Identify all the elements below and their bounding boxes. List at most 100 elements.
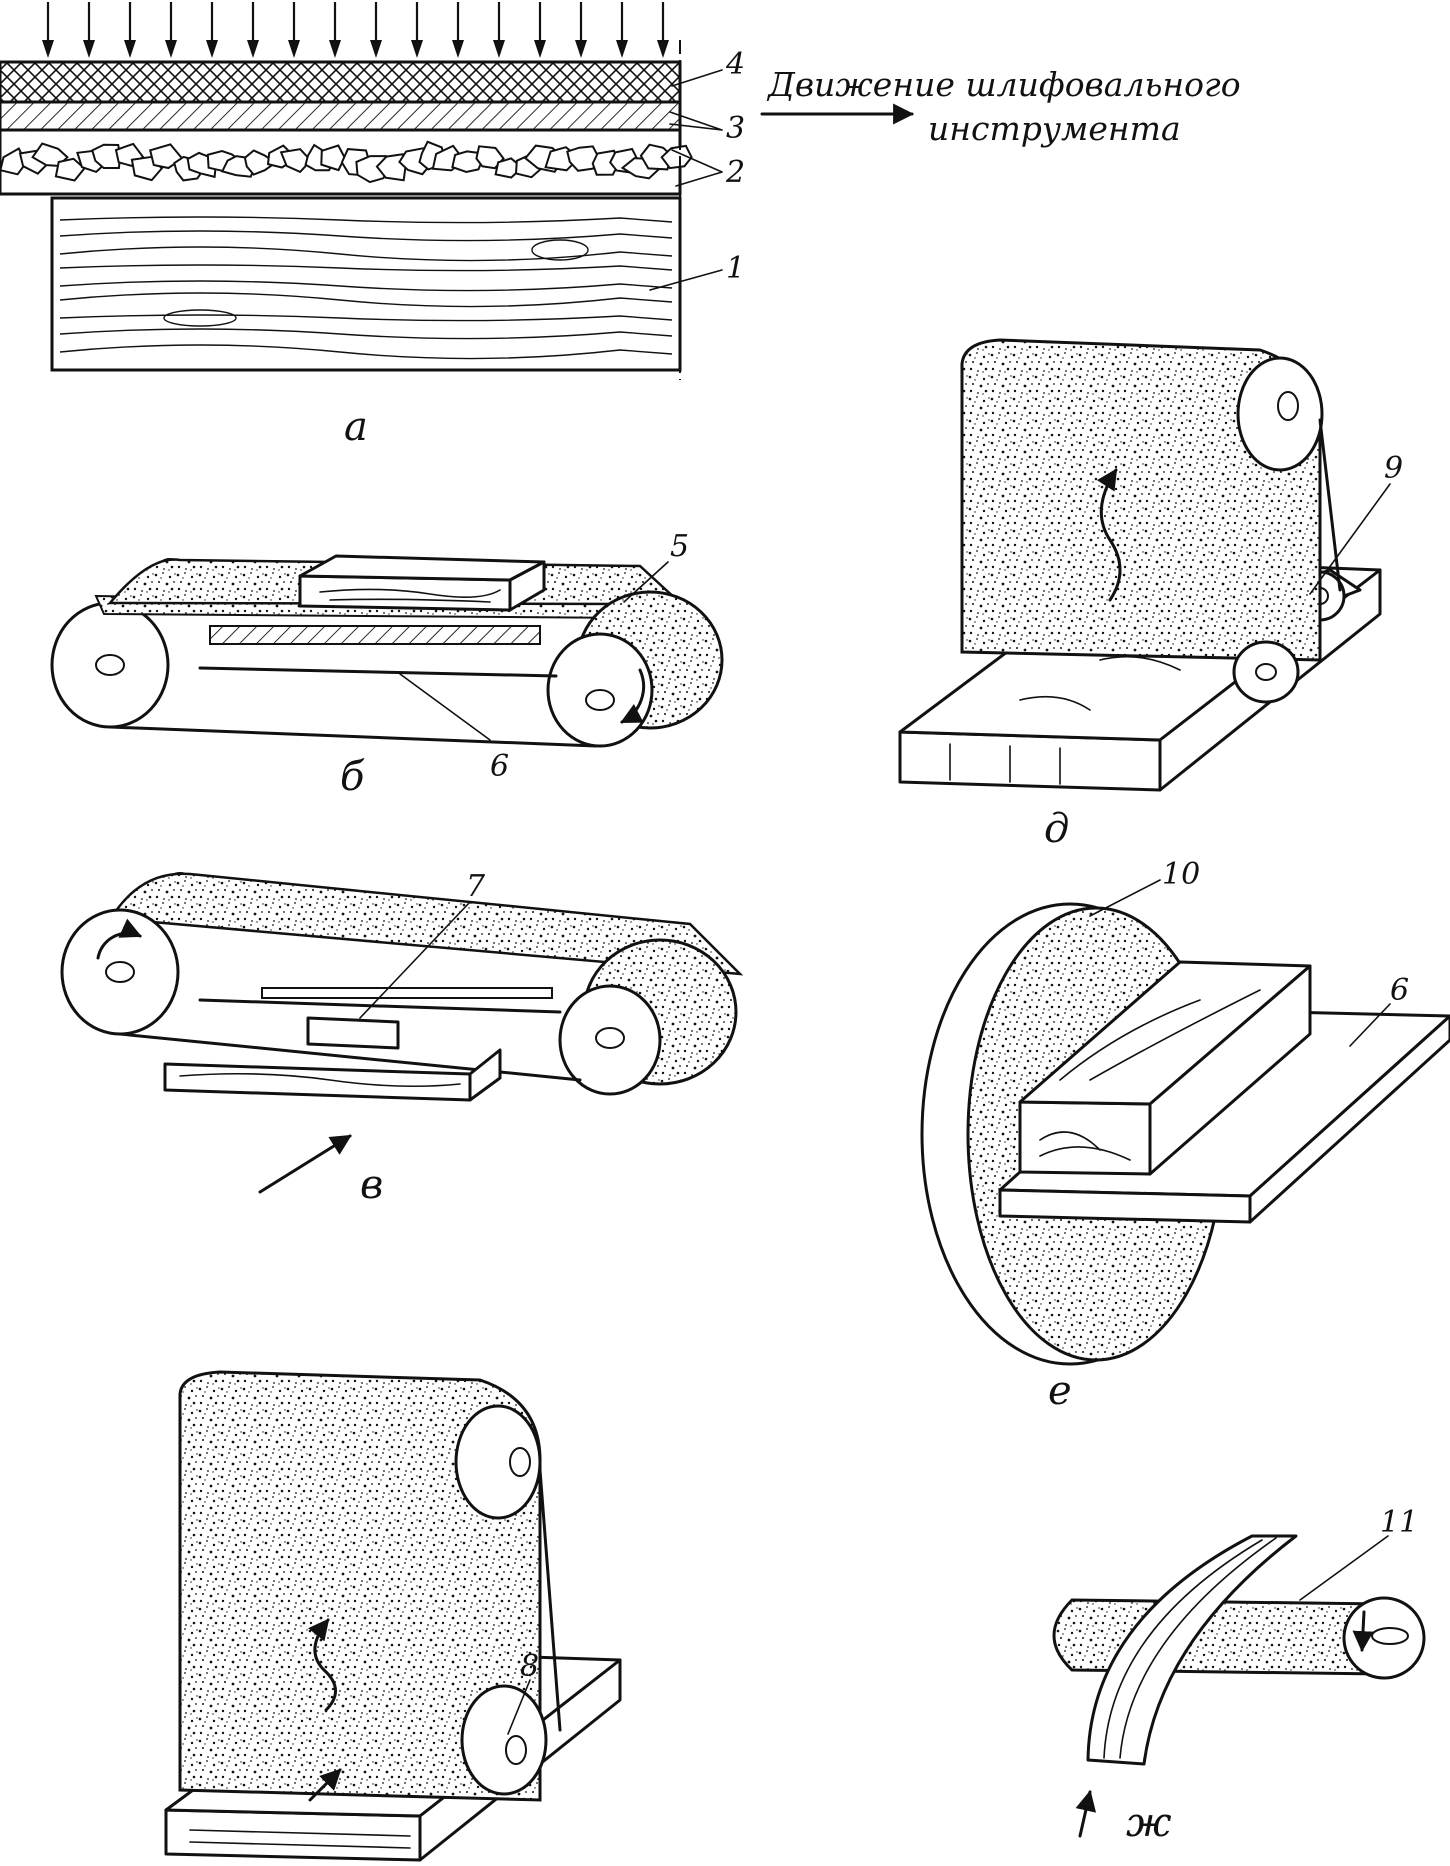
motion-label-line1: Движение шлифовального: [766, 65, 1241, 104]
roller-g-top-axle: [509, 1447, 531, 1477]
workpiece-top-face: [298, 574, 512, 612]
part-number-3: 3: [726, 111, 745, 146]
workpiece-v: [163, 1062, 472, 1102]
wood-grain-line: [59, 292, 673, 308]
wood-grain-lines: [59, 216, 673, 360]
roller-8-axle: [505, 1735, 527, 1765]
caption-zh: ж: [1126, 1800, 1172, 1846]
diagram-a-cross-section: 4 3 2 1 Движение шлифовального инструмен…: [0, 2, 1241, 450]
platen-6: [209, 625, 541, 645]
pressure-shoe-7: [306, 1016, 400, 1050]
wood-grain-line: [59, 216, 673, 224]
layer-4-backing: [0, 60, 682, 104]
workpiece-e-side: [1148, 964, 1312, 1176]
pressure-arrow: [657, 2, 669, 58]
leader-1: [649, 269, 723, 291]
pressure-arrow: [329, 2, 341, 58]
diagram-v-belt-bottom: 7 в: [60, 869, 744, 1208]
pressure-arrow: [370, 2, 382, 58]
leader-6-e: [1349, 1003, 1391, 1047]
belt-bottom-edge: [108, 725, 598, 748]
pressure-arrows: [42, 2, 669, 58]
abrasive-grain: [639, 143, 673, 171]
feed-arrow-v: [258, 1134, 352, 1194]
feed-arrow-g: [308, 1768, 342, 1802]
table-6-front: [998, 1188, 1252, 1224]
pressure-arrow: [411, 2, 423, 58]
belt-g-back-strand: [538, 1468, 562, 1732]
workpiece-zh-bent: [1086, 1534, 1298, 1766]
roller-d-bottom-axle: [1255, 663, 1277, 681]
wood-knot: [531, 239, 589, 261]
diagram-b-belt-top: 5 6 б: [50, 529, 724, 800]
part-number-8: 8: [520, 1649, 539, 1684]
roller-g-top: [454, 1404, 542, 1520]
workpiece-zh-grain: [1103, 1537, 1277, 1759]
wood-grain-line: [59, 280, 673, 292]
workpiece-e-grain: [1039, 989, 1261, 1161]
leader-8: [507, 1679, 531, 1735]
part-number-6-e: 6: [1390, 973, 1409, 1008]
part-number-1: 1: [726, 251, 745, 286]
workpiece-v-side: [468, 1048, 502, 1102]
roller-right-axle: [585, 689, 615, 711]
wood-grain-line: [59, 344, 673, 360]
rotation-arrow-v: [96, 918, 142, 960]
diagram-zh-drum-sander: 11 ж: [1052, 1505, 1426, 1846]
belt-g-motion-arrow: [307, 1618, 337, 1712]
layer-3-binder: [0, 100, 682, 132]
caption-d: д: [1044, 806, 1069, 852]
abrasive-grain: [91, 143, 122, 169]
part-number-7: 7: [466, 869, 486, 904]
part-number-10: 10: [1162, 857, 1200, 892]
leader-10: [1089, 879, 1161, 917]
leader-2: [671, 149, 723, 187]
belt-top-surface-v: [107, 872, 744, 976]
leader-4: [671, 69, 723, 87]
abrasive-grain: [54, 157, 86, 182]
pressure-arrow: [452, 2, 464, 58]
abrasive-grain: [566, 145, 600, 172]
workpiece-side: [508, 560, 546, 612]
abrasive-grains: [0, 140, 693, 184]
belt-inner-edge: [198, 666, 558, 678]
part-number-4: 4: [725, 47, 745, 82]
pressure-arrow: [83, 2, 95, 58]
belt-d-back-strand: [1318, 418, 1342, 592]
belt-bottom-edge-v: [118, 1032, 582, 1082]
diagram-d-vertical-belt: 9 д: [898, 338, 1403, 852]
caption-v: в: [360, 1162, 383, 1208]
pressure-arrow: [575, 2, 587, 58]
abrasive-grain: [660, 144, 693, 170]
workpiece-top: [298, 554, 546, 582]
roller-left-axle: [95, 654, 125, 676]
wood-knot: [163, 309, 237, 327]
wood-grain-line: [59, 230, 673, 242]
pressure-arrow: [288, 2, 300, 58]
leader-3: [669, 111, 723, 131]
abrasive-grain: [243, 149, 278, 176]
roller-8-bottom: [460, 1684, 548, 1796]
pressure-arrow: [165, 2, 177, 58]
leader-9: [1309, 483, 1391, 595]
roller-right-v-axle: [595, 1027, 625, 1049]
diagram-e-disc-sander: 10 6 е: [920, 857, 1450, 1414]
workpiece-v-grain: [179, 1072, 461, 1088]
platen-v: [261, 987, 553, 999]
drum-11-axle: [1371, 1627, 1409, 1645]
pressure-arrow: [534, 2, 546, 58]
part-number-6-b: 6: [490, 749, 509, 784]
caption-e: е: [1048, 1368, 1072, 1414]
pressure-arrow: [247, 2, 259, 58]
workpiece-d-front: [898, 730, 1162, 792]
workpiece-1-wood: [50, 196, 682, 372]
pressure-arrow: [42, 2, 54, 58]
caption-a: а: [344, 404, 368, 450]
drum-rotation-arrow: [1352, 1610, 1374, 1653]
roller-left-v-axle: [105, 961, 135, 983]
wood-grain-line: [59, 314, 673, 322]
workpiece-grain: [319, 588, 501, 603]
pressure-arrow: [493, 2, 505, 58]
leader-6-b: [399, 673, 491, 741]
